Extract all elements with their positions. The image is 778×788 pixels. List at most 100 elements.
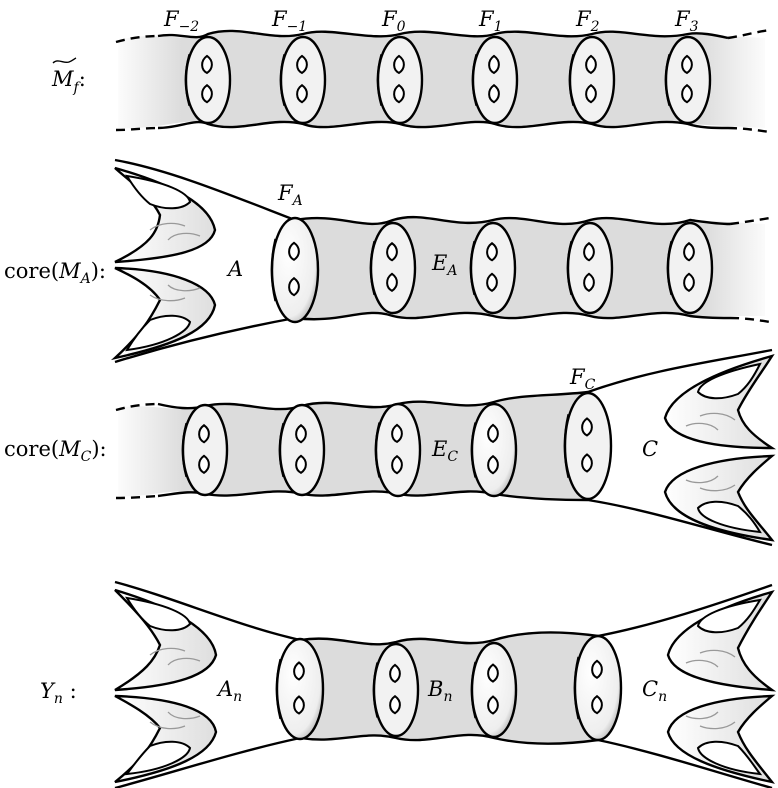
fiber-disk-2 xyxy=(469,221,517,315)
part-label-an: An xyxy=(216,677,242,705)
fiber-disk-2 xyxy=(376,35,424,125)
fiber-disk-0 xyxy=(275,637,325,741)
disk-rim xyxy=(469,240,475,296)
outer-boundary xyxy=(114,158,731,226)
top-dashed-right xyxy=(727,28,771,40)
surface-hole-icon xyxy=(293,661,305,681)
fiber-disk-3 xyxy=(470,402,518,498)
fiber-disk-0 xyxy=(270,216,320,324)
tilde-mark xyxy=(52,57,77,64)
surface-hole-icon xyxy=(288,241,300,261)
surface-hole-icon xyxy=(386,242,398,262)
row-mc: FC C EC core(MC): xyxy=(4,348,777,547)
disk-rim xyxy=(376,54,382,106)
top-dashed-left xyxy=(115,34,159,44)
surface-hole-icon xyxy=(591,694,603,715)
surface-hole-icon xyxy=(583,242,595,262)
cusp-arcs xyxy=(149,647,201,730)
top-dashed-right xyxy=(729,216,771,226)
disk-outline xyxy=(568,35,616,125)
fiber-disk-4 xyxy=(568,35,616,125)
disk-rim xyxy=(471,54,477,106)
surface-hole-icon xyxy=(389,663,401,684)
disk-outline xyxy=(372,642,420,738)
cusp-arcs xyxy=(149,222,201,302)
disk-rim xyxy=(664,54,670,106)
surface-hole-icon xyxy=(293,695,305,715)
end-label-c: C xyxy=(642,437,658,461)
end-label-a: A xyxy=(226,257,243,281)
disk-outline xyxy=(666,221,714,315)
bottom-dashed-right xyxy=(729,316,771,324)
disk-rim xyxy=(568,54,574,106)
surface-hole-icon xyxy=(391,454,403,475)
right-fade xyxy=(705,218,773,322)
disk-outline xyxy=(376,35,424,125)
part-label-bn: Bn xyxy=(427,677,452,705)
fiber-disks xyxy=(181,391,613,501)
cusp-arcs xyxy=(685,649,736,730)
fiber-disk-3 xyxy=(471,35,519,125)
cusps-right xyxy=(666,589,777,784)
disk-outline xyxy=(278,403,326,497)
bottom-dashed-right xyxy=(727,126,771,134)
disk-outline xyxy=(270,216,320,324)
disk-outline xyxy=(566,221,614,315)
segment-label-ea: EA xyxy=(431,251,457,279)
surface-hole-icon xyxy=(683,242,695,262)
surface-hole-icon xyxy=(583,272,595,293)
outer-boundary-bottom xyxy=(114,733,773,788)
part-label-cn: Cn xyxy=(642,677,667,705)
fiber-disk-3 xyxy=(566,221,614,315)
surface-hole-icon xyxy=(581,453,593,473)
fiber-labels: F−2 F−1 F0 F1 F2 F3 xyxy=(163,7,699,35)
fiber-disk-0 xyxy=(181,403,229,497)
disk-outline xyxy=(470,402,518,498)
surface-hole-icon xyxy=(591,659,603,679)
cusp-inner-upper xyxy=(125,596,192,632)
disk-outline xyxy=(184,35,232,125)
surface-hole-icon xyxy=(581,417,593,437)
cusp-inner-lower xyxy=(124,740,192,776)
disk-rim xyxy=(566,240,572,296)
surface-hole-icon xyxy=(487,695,499,715)
disk-rim xyxy=(372,662,378,718)
bottom-boundary xyxy=(157,120,729,130)
fiber-disk-0 xyxy=(184,35,232,125)
fiber-label-minus-2: F−2 xyxy=(163,7,199,35)
fiber-disk-2 xyxy=(374,402,422,498)
disk-outline xyxy=(469,221,517,315)
surface-hole-icon xyxy=(487,423,499,444)
disk-rim xyxy=(573,656,579,720)
cusps-right xyxy=(663,354,777,542)
disk-outline xyxy=(573,634,623,742)
cusp-inner-lower xyxy=(696,740,763,776)
cusps-left xyxy=(114,588,218,784)
right-fade xyxy=(700,36,772,132)
surface-hole-icon xyxy=(393,54,405,75)
fiber-disk-3 xyxy=(573,634,623,742)
disk-outline xyxy=(369,221,417,315)
cusps-left xyxy=(110,166,217,361)
disk-rim xyxy=(374,422,380,478)
disk-outline xyxy=(374,402,422,498)
surface-hole-icon xyxy=(681,54,693,75)
fiber-label-fa: FA xyxy=(277,181,303,209)
surface-hole-icon xyxy=(683,272,695,293)
disk-outline xyxy=(279,35,327,125)
disk-outline xyxy=(563,391,613,501)
disk-rim xyxy=(369,240,375,296)
surface-hole-icon xyxy=(296,83,308,104)
fiber-disk-4 xyxy=(666,221,714,315)
segment-label-ec: EC xyxy=(431,437,458,465)
fiber-disk-4 xyxy=(563,391,613,501)
fiber-disks xyxy=(184,35,712,125)
row-label-mc: core(MC): xyxy=(4,437,107,465)
cusp-inner-upper xyxy=(696,362,762,400)
fiber-label-minus-1: F−1 xyxy=(271,7,307,35)
tube-body xyxy=(295,217,765,320)
surface-hole-icon xyxy=(585,83,597,104)
fiber-label-fc: FC xyxy=(569,365,596,393)
fiber-label-1: F1 xyxy=(478,7,503,35)
